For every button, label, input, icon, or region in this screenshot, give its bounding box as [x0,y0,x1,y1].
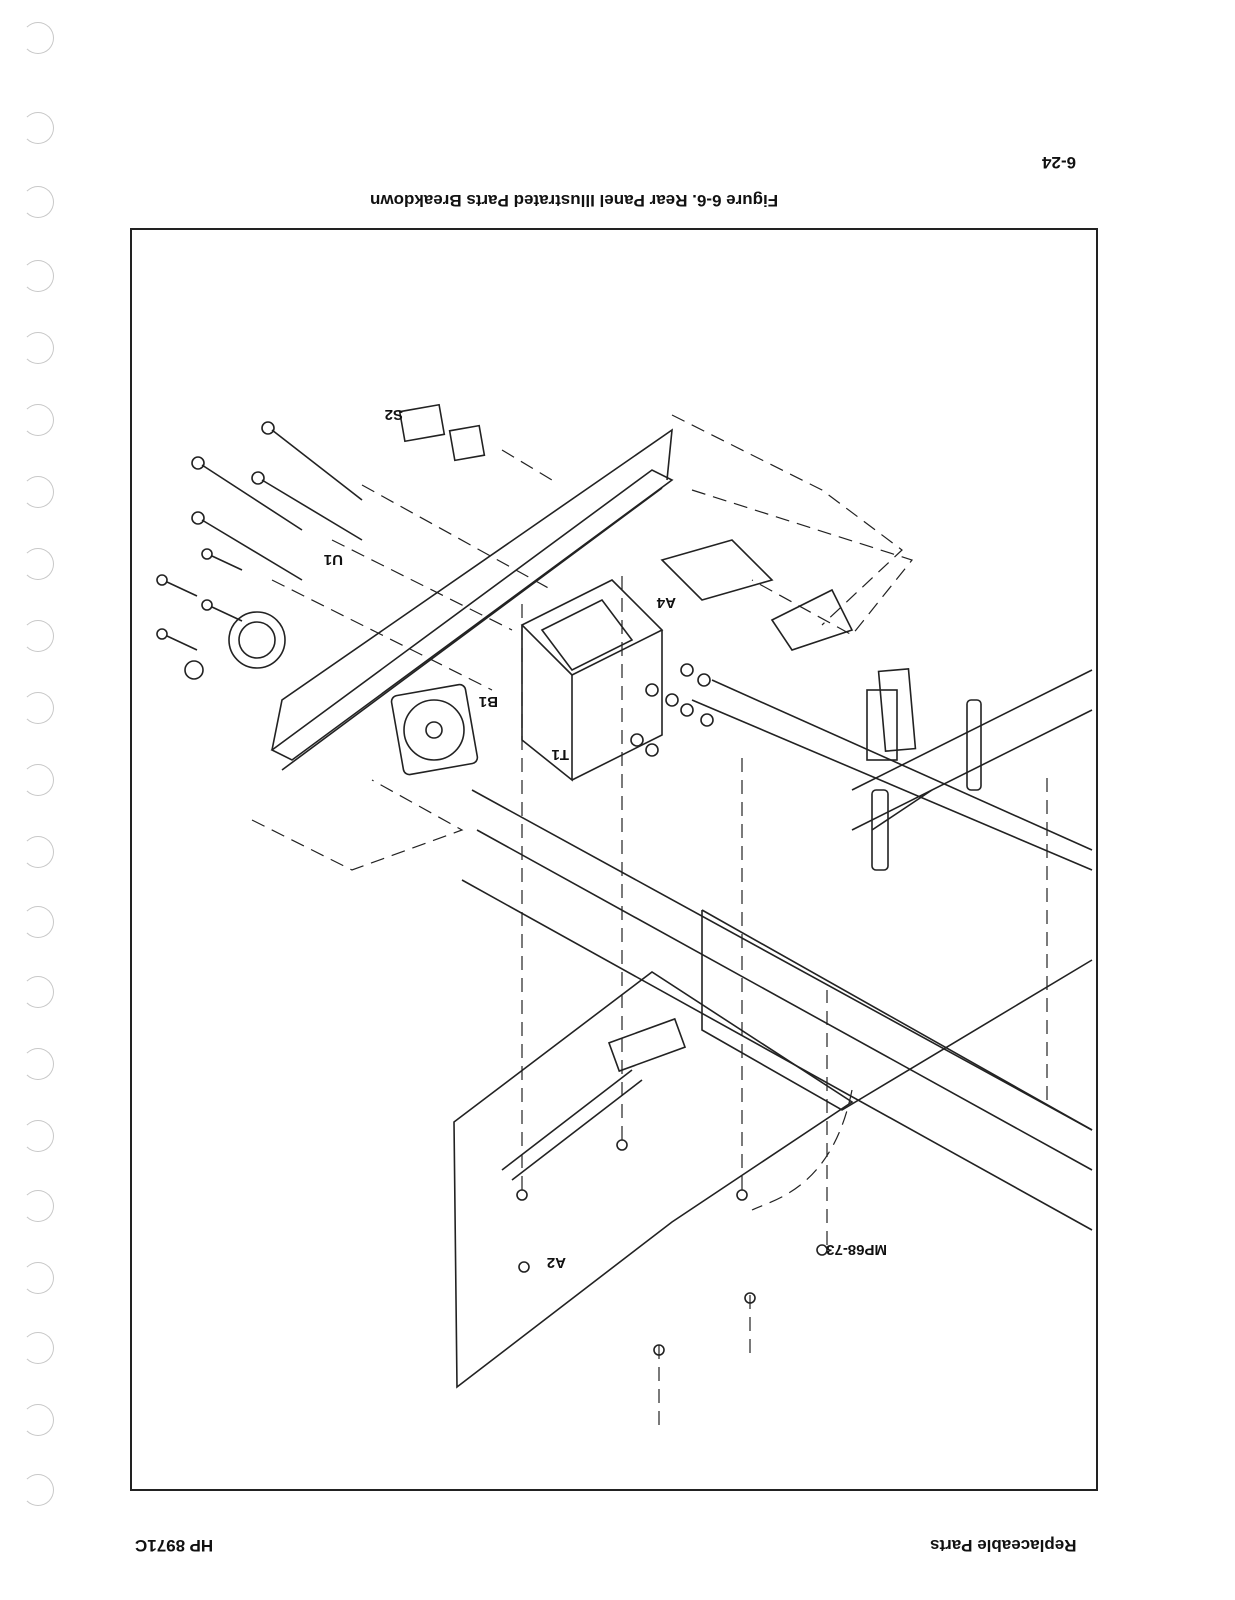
punch-hole [22,764,54,796]
callout-mp68-73: MP68-73 [826,1241,887,1258]
callout-a4: A4 [656,594,676,611]
callout-b1: B1 [479,693,498,710]
punch-hole [22,1404,54,1436]
punch-hole [22,1262,54,1294]
callout-s2: S2 [385,406,403,423]
punch-hole [22,1120,54,1152]
callout-u1: U1 [324,551,343,568]
punch-hole [22,1474,54,1506]
fan-grill [228,611,286,669]
punch-hole [22,976,54,1008]
punch-hole [22,620,54,652]
ribbon-connector [607,1017,687,1073]
rear-panel-bar [270,469,674,761]
punch-hole [22,404,54,436]
footer-section: Replaceable Parts [930,1536,1077,1555]
fan-b1 [390,683,479,776]
punch-hole [22,476,54,508]
board-a2 [453,971,854,1389]
switch-s2 [398,403,446,443]
punch-hole [22,906,54,938]
punch-hole [22,548,54,580]
punch-hole [22,22,54,54]
figure-frame: S2 U1 A4 B1 T1 A2 MP68-73 [130,228,1098,1491]
page-number: 6-24 [1042,153,1077,172]
footer-model: HP 8971C [135,1536,214,1555]
punch-hole [22,186,54,218]
punch-hole [22,1190,54,1222]
figure-caption: Figure 6-6. Rear Panel Illustrated Parts… [370,191,779,210]
bracket-a4 [660,539,774,601]
punch-hole [22,692,54,724]
punch-hole [22,112,54,144]
punch-hole [22,332,54,364]
punch-hole [22,836,54,868]
punch-hole [22,260,54,292]
callout-a2: A2 [547,1254,566,1271]
exploded-view-diagram: S2 U1 A4 B1 T1 A2 MP68-73 [156,403,1093,1430]
callout-t1: T1 [551,746,569,763]
punch-hole [22,1332,54,1364]
punch-hole [22,1048,54,1080]
